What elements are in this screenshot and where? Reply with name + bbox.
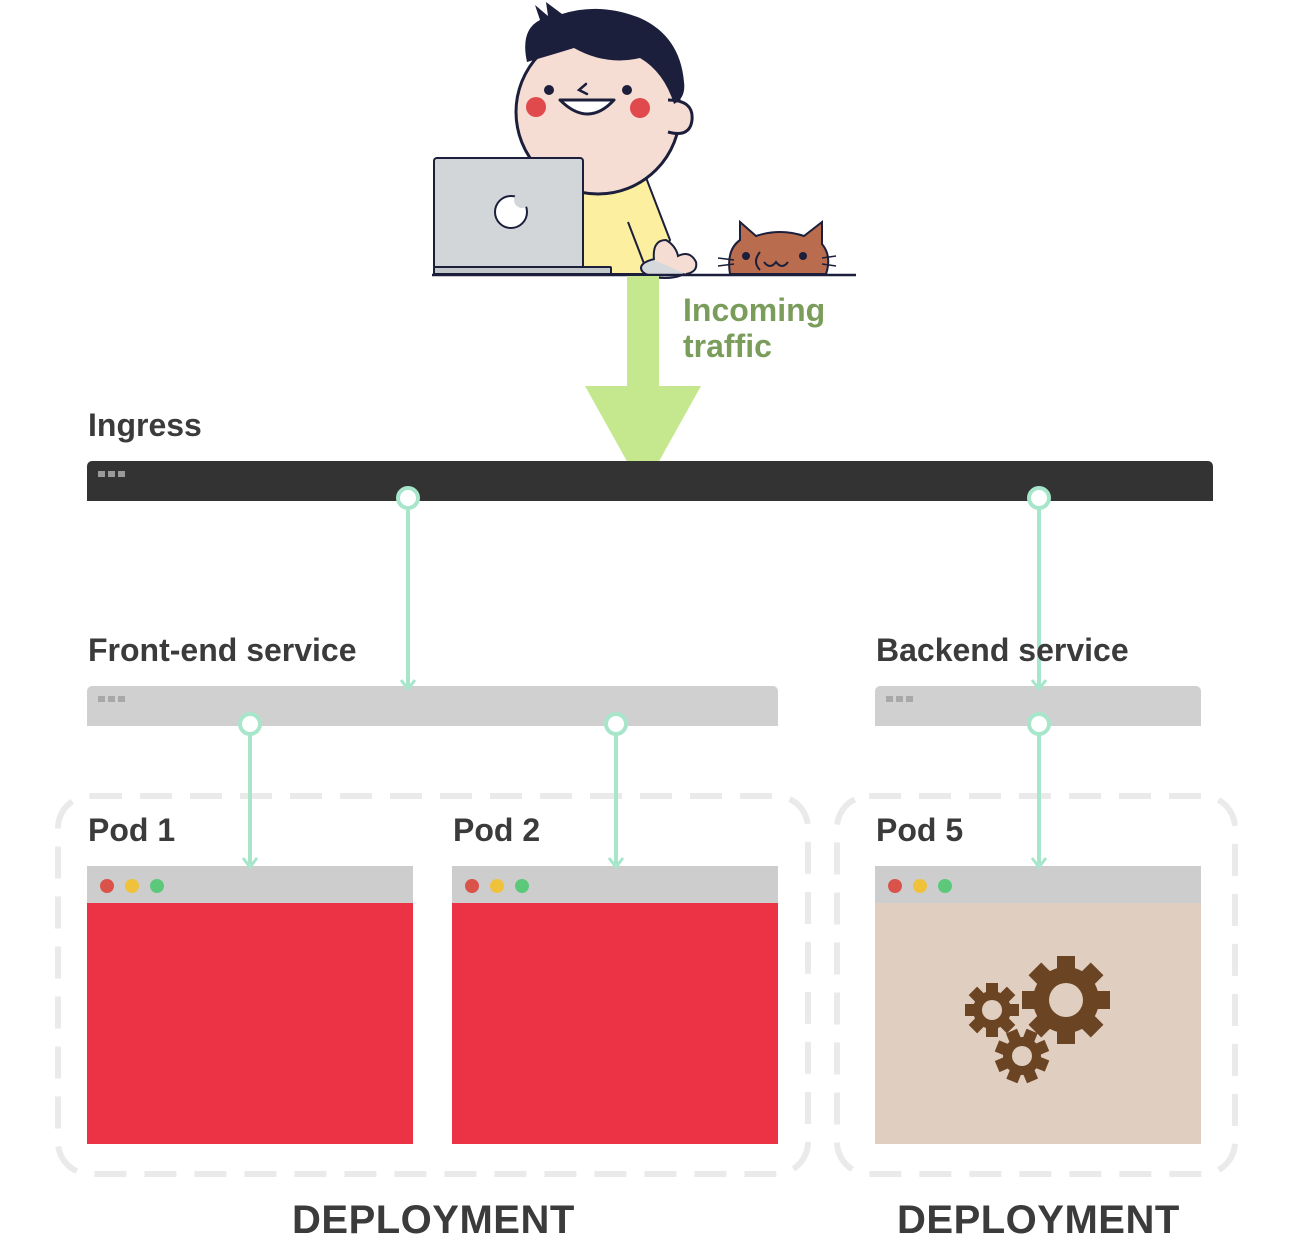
minimize-dot-icon [490, 879, 504, 893]
incoming-traffic-arrow [585, 276, 701, 490]
deployment-backend-label: DEPLOYMENT [897, 1198, 1180, 1242]
pod-5-window [875, 866, 1201, 1144]
ingress-menu-dots [98, 471, 125, 477]
pod-1-body [87, 903, 413, 1144]
frontend-service-bar [87, 686, 778, 726]
pod-2-window [452, 866, 778, 1144]
hair [525, 2, 685, 104]
minimize-dot-icon [913, 879, 927, 893]
cat-icon [717, 219, 837, 275]
incoming-traffic-line1: Incoming [683, 292, 826, 328]
maximize-dot-icon [150, 879, 164, 893]
deployment-frontend-label: DEPLOYMENT [292, 1198, 575, 1242]
maximize-dot-icon [938, 879, 952, 893]
incoming-traffic-label: Incoming traffic [683, 292, 825, 364]
close-dot-icon [100, 879, 114, 893]
pod-2-body [452, 903, 778, 1144]
pod-1-window [87, 866, 413, 1144]
close-dot-icon [465, 879, 479, 893]
developer-illustration [432, 2, 856, 279]
pod-1-label: Pod 1 [88, 812, 176, 848]
backend-service-label: Backend service [876, 632, 1129, 668]
connectors [241, 509, 1048, 870]
ingress-label: Ingress [88, 407, 202, 443]
minimize-dot-icon [125, 879, 139, 893]
frontend-service-label: Front-end service [88, 632, 357, 668]
pod-2-label: Pod 2 [453, 812, 541, 848]
close-dot-icon [888, 879, 902, 893]
connector-nodes [238, 486, 1051, 736]
incoming-traffic-line2: traffic [683, 328, 772, 364]
gears-icon [965, 956, 1110, 1084]
deployment-backend-box [834, 793, 1238, 1177]
pod-5-label: Pod 5 [876, 812, 964, 848]
maximize-dot-icon [515, 879, 529, 893]
